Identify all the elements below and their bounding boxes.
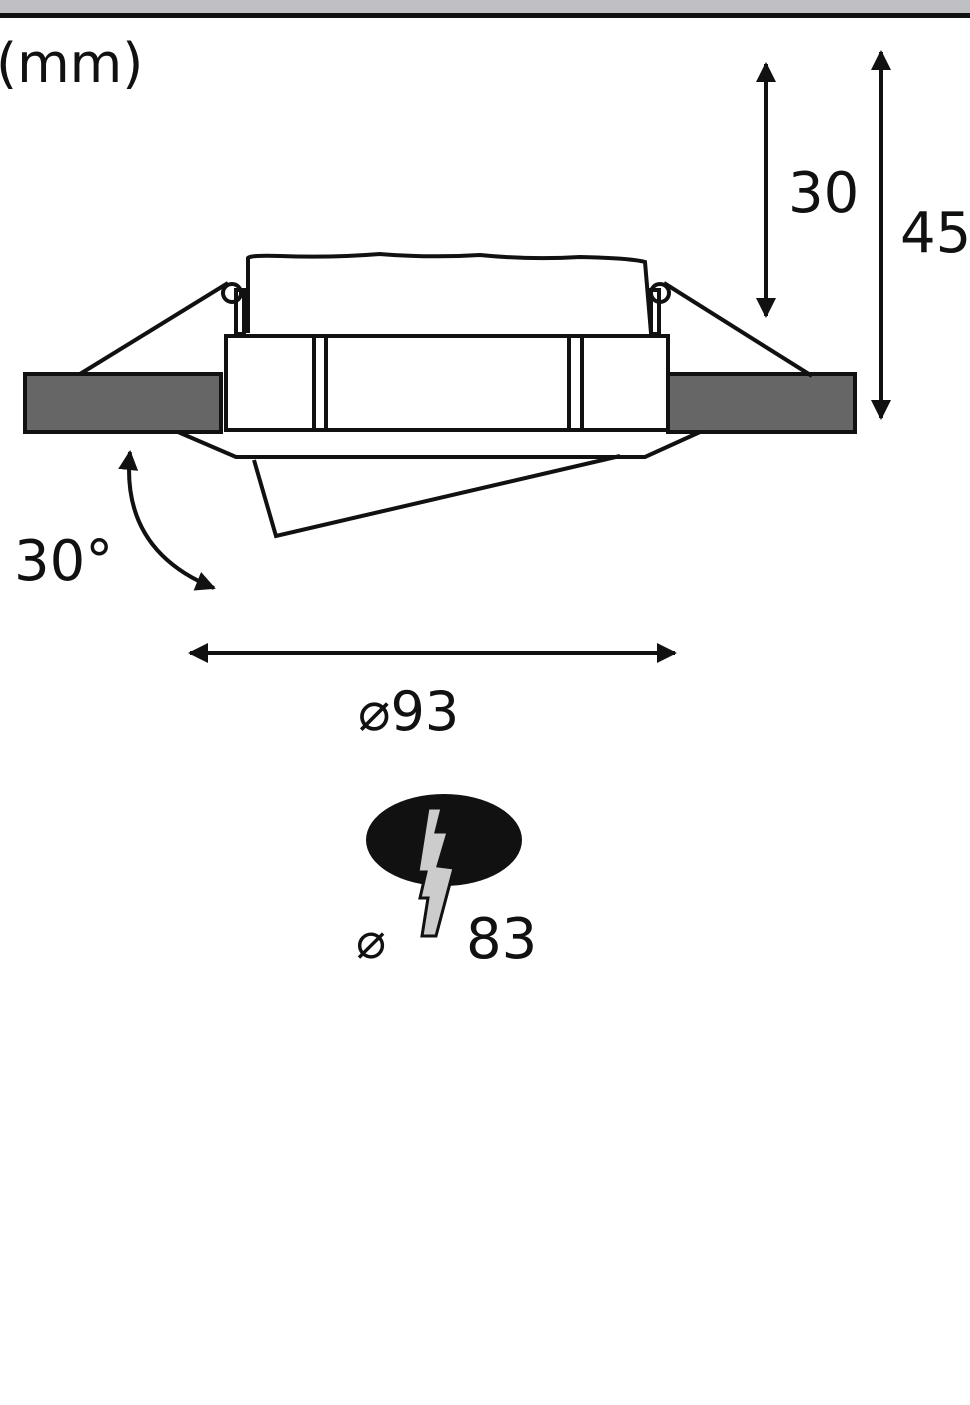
units-label: (mm) (0, 32, 143, 95)
ceiling-right (666, 372, 857, 434)
top-rule (0, 13, 970, 18)
saw-cut-icon (416, 806, 456, 938)
cutout-diameter-label: 83 (466, 907, 537, 972)
tilt-label: 30° (14, 529, 113, 594)
cutout-diameter-symbol: ⌀ (356, 912, 386, 970)
dim-label-93: ⌀93 (358, 680, 459, 743)
tilt-arrow (118, 450, 216, 591)
dim-label-30: 30 (788, 161, 859, 226)
ceiling-left (23, 372, 223, 434)
top-bar (0, 0, 970, 13)
luminaire (78, 251, 814, 539)
dim-label-45: 45 (900, 201, 970, 266)
